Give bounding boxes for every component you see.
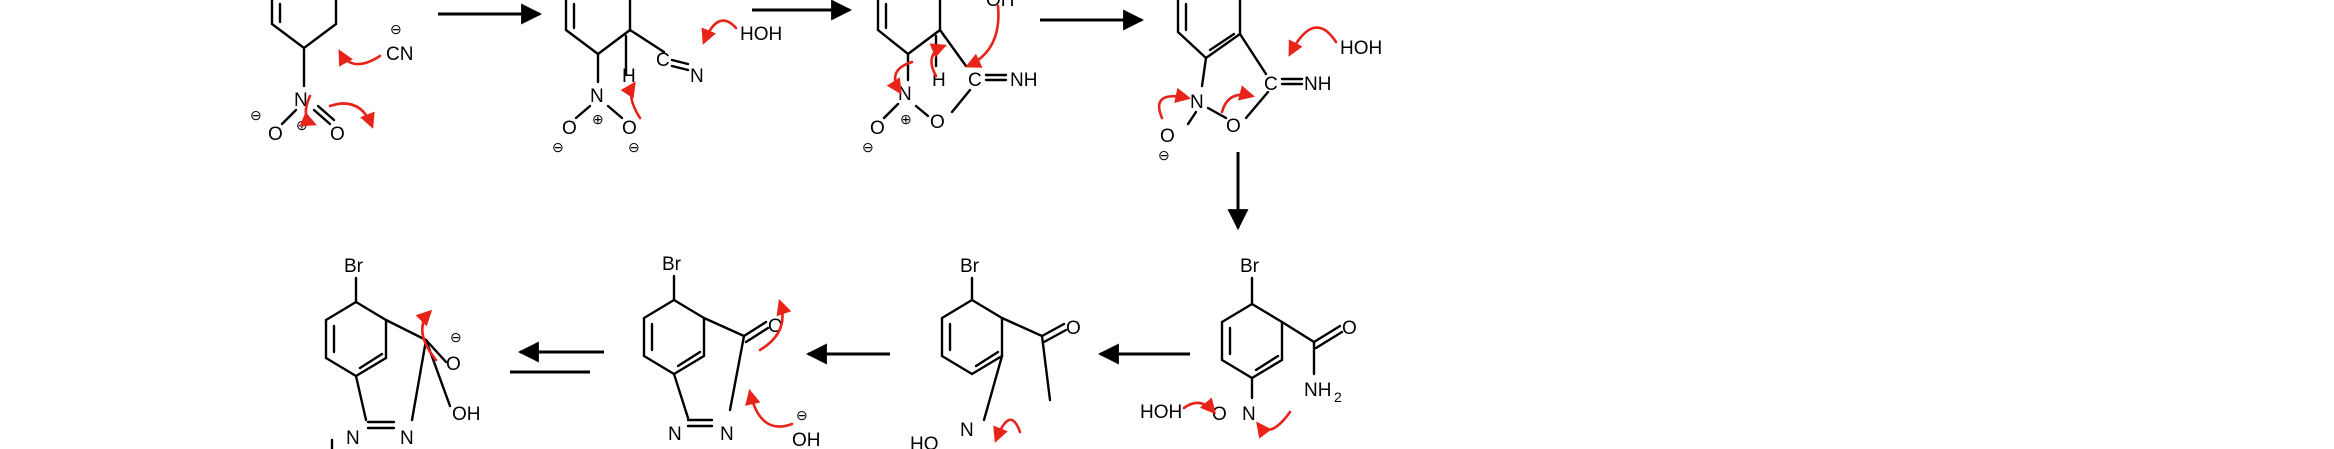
nitroso-benzamide-molecule: Br O NH 2 N O — [1212, 256, 1357, 425]
nitro-o-right: O — [330, 124, 345, 145]
adduct-plus-charge: ⊕ — [592, 111, 604, 127]
n-oxide-nh-label: NH — [1304, 74, 1331, 95]
intermediate-o-minus: ⊖ — [862, 139, 874, 155]
nitro-plus-charge: ⊕ — [296, 117, 308, 133]
tetrahedral-o-minus: O — [446, 354, 461, 375]
curly-arrow-dehydration — [993, 418, 1022, 443]
nitrobenzene-molecule: N ⊕ O ⊖ O — [250, 0, 345, 145]
curly-arrow-ring-open-2 — [1220, 85, 1256, 114]
curly-arrow-cn-attack — [338, 49, 382, 67]
intermediate-ring-o: O — [930, 112, 945, 133]
adduct-o-left: O — [562, 118, 577, 139]
cyanide-label: CN — [386, 44, 413, 65]
benzamide-carbonyl-o: O — [1342, 318, 1357, 339]
curly-arrow-n-o — [886, 60, 914, 95]
benzamide-nitroso-o: O — [1212, 404, 1227, 425]
water-label-1: HOH — [740, 24, 782, 45]
intermediate-n-label: N — [898, 84, 912, 105]
hydroxy-indazolone-n: N — [960, 420, 974, 441]
cyano-adduct-molecule: H C N N ⊕ O ⊖ O ⊖ — [552, 0, 704, 155]
curly-arrow-hydroxide-attack — [745, 388, 794, 428]
benzamide-br-label: Br — [1240, 256, 1260, 277]
benzamide-nh2-label: NH — [1304, 380, 1331, 401]
curly-arrow-water-2 — [1288, 26, 1338, 57]
hydroxy-indazolone-br: Br — [960, 256, 980, 277]
adduct-o-right: O — [622, 118, 637, 139]
hydroxy-indazolone-molecule: Br O N HO — [910, 256, 1081, 449]
n-oxide-o-minus: ⊖ — [1158, 147, 1170, 163]
nitro-n-label: N — [294, 90, 308, 111]
curly-arrow-ring-open-1 — [1157, 87, 1192, 120]
indazolone-br-label: Br — [662, 254, 682, 275]
adduct-br-label: Br — [344, 256, 364, 277]
indazolone-molecule: Br O N N — [642, 254, 783, 445]
curly-arrow-deprotonation-1 — [620, 81, 642, 120]
hydroxy-indazolone-ho: HO — [910, 434, 939, 449]
cyanide-ion: ⊖ CN — [386, 21, 413, 65]
curly-arrow-amide-attack — [1256, 410, 1292, 439]
adduct-c-label: C — [656, 50, 670, 71]
tetrahedral-minus-charge: ⊖ — [450, 329, 462, 345]
hydroxide-minus-charge: ⊖ — [796, 407, 808, 423]
nitro-o-left-minus: ⊖ — [250, 107, 262, 123]
benzamide-nitroso-n: N — [1242, 404, 1256, 425]
adduct-o-right-minus: ⊖ — [628, 139, 640, 155]
water-label-2: HOH — [1340, 38, 1382, 59]
tetrahedral-adduct-molecule: Br O ⊖ OH N N — [324, 256, 481, 449]
curly-arrow-carbonyl — [758, 299, 792, 352]
intermediate-oh-label: OH — [986, 0, 1015, 11]
intermediate-plus-charge: ⊕ — [900, 111, 912, 127]
n-oxide-n-label: N — [1190, 92, 1204, 113]
curly-arrow-water-1 — [701, 19, 738, 45]
cyclized-intermediate-molecule: H C NH O N ⊕ O ⊖ OH — [862, 0, 1037, 155]
tetrahedral-n2: N — [400, 428, 414, 449]
cyanide-minus-charge: ⊖ — [390, 21, 402, 37]
adduct-n-label: N — [590, 86, 604, 107]
aromatic-n-oxide-molecule: C NH N O O ⊖ — [1158, 0, 1331, 163]
intermediate-nh-label: NH — [1010, 70, 1037, 91]
adduct-o-left-minus: ⊖ — [552, 139, 564, 155]
water-label-3: HOH — [1140, 402, 1182, 423]
tetrahedral-oh-label: OH — [452, 404, 481, 425]
curly-arrow-cyclize — [965, 4, 1000, 68]
n-oxide-ring-o: O — [1226, 116, 1241, 137]
adduct-nitrile-n: N — [690, 66, 704, 87]
n-oxide-o-label: O — [1160, 126, 1175, 147]
curly-arrow-nitro-left — [299, 94, 317, 127]
hydroxy-indazolone-carbonyl-o: O — [1066, 318, 1081, 339]
benzamide-nh2-subscript: 2 — [1334, 389, 1342, 405]
intermediate-o-left: O — [870, 118, 885, 139]
indazolone-n1: N — [668, 424, 682, 445]
curly-arrow-water-3 — [1182, 397, 1217, 415]
n-oxide-c-label: C — [1264, 74, 1278, 95]
intermediate-c-label: C — [968, 70, 982, 91]
nitro-o-left: O — [268, 124, 283, 145]
hydroxide-label: OH — [792, 430, 821, 449]
curly-arrow-h-shift — [929, 43, 947, 78]
curly-arrow-nitro-right — [328, 102, 375, 129]
tetrahedral-n1: N — [346, 428, 360, 449]
curly-arrow-tetrahedral — [415, 309, 438, 362]
indazolone-n2: N — [720, 424, 734, 445]
